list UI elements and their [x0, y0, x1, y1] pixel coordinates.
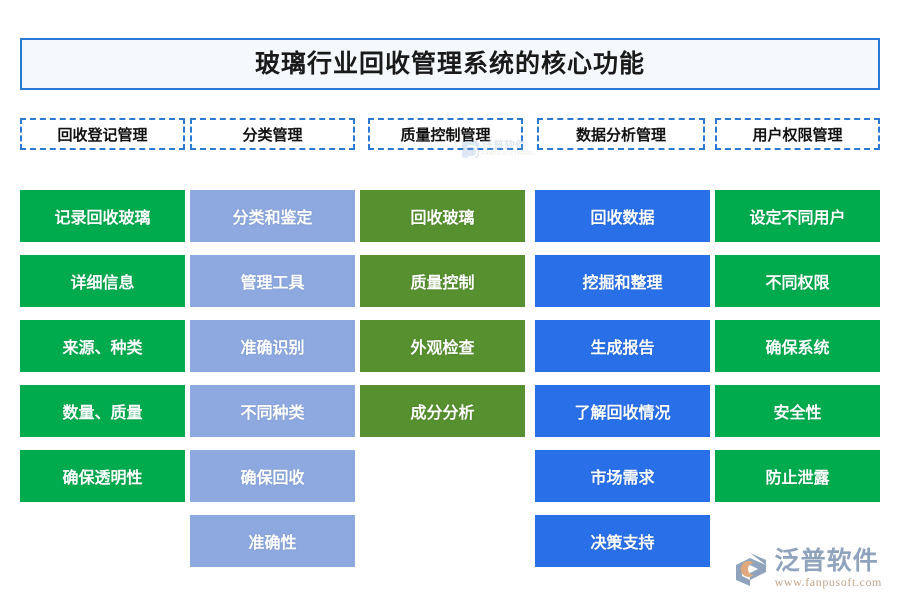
category-header-4[interactable]: 数据分析管理: [537, 118, 705, 150]
feature-tile-label: 市场需求: [590, 470, 655, 487]
feature-tile-label: 质量控制: [410, 275, 475, 292]
fanpu-logo: 泛普软件 www.fanpusoft.com: [731, 549, 882, 588]
feature-tile[interactable]: 挖掘和整理: [535, 255, 710, 307]
fanpu-brand-name: 泛普软件: [774, 547, 879, 575]
feature-tile-label: 记录回收玻璃: [54, 210, 151, 227]
feature-tile[interactable]: 详细信息: [20, 255, 185, 307]
watermark-top-brand-en: FANPU SOFTWARE: [482, 151, 534, 158]
fanpu-brand-url: www.fanpusoft.com: [774, 575, 882, 589]
feature-tile[interactable]: 来源、种类: [20, 320, 185, 372]
feature-column-1: 记录回收玻璃详细信息来源、种类数量、质量确保透明性: [20, 190, 185, 515]
feature-tile-label: 决策支持: [590, 535, 655, 552]
feature-column-3: 回收玻璃质量控制外观检查成分分析: [360, 190, 525, 450]
feature-tile[interactable]: 设定不同用户: [715, 190, 880, 242]
feature-tile-label: 设定不同用户: [749, 210, 846, 227]
feature-tile-label: 数量、质量: [62, 405, 143, 422]
feature-tile[interactable]: 记录回收玻璃: [20, 190, 185, 242]
feature-tile-label: 确保系统: [765, 340, 830, 357]
feature-tile[interactable]: 管理工具: [190, 255, 355, 307]
feature-tile-label: 详细信息: [70, 275, 135, 292]
feature-tile[interactable]: 了解回收情况: [535, 385, 710, 437]
feature-tile[interactable]: 不同权限: [715, 255, 880, 307]
feature-tile-label: 成分分析: [410, 405, 475, 422]
category-header-5[interactable]: 用户权限管理: [715, 118, 880, 150]
feature-column-4: 回收数据挖掘和整理生成报告了解回收情况市场需求决策支持: [535, 190, 710, 580]
category-header-label: 分类管理: [242, 126, 303, 144]
feature-tile-label: 来源、种类: [62, 340, 143, 357]
category-header-1[interactable]: 回收登记管理: [20, 118, 185, 150]
feature-tile-label: 挖掘和整理: [582, 275, 663, 292]
feature-tile-label: 管理工具: [240, 275, 305, 292]
feature-tile-label: 外观检查: [410, 340, 475, 357]
feature-tile-label: 安全性: [773, 405, 822, 422]
feature-tile-label: 不同种类: [240, 405, 305, 422]
feature-tile[interactable]: 分类和鉴定: [190, 190, 355, 242]
category-header-label: 用户权限管理: [752, 126, 843, 144]
feature-tile[interactable]: 准确性: [190, 515, 355, 567]
feature-tile[interactable]: 确保系统: [715, 320, 880, 372]
feature-tile[interactable]: 准确识别: [190, 320, 355, 372]
feature-column-2: 分类和鉴定管理工具准确识别不同种类确保回收准确性: [190, 190, 355, 580]
category-header-label: 数据分析管理: [575, 126, 666, 144]
feature-tile-label: 回收数据: [590, 210, 655, 227]
category-header-label: 回收登记管理: [57, 126, 148, 144]
feature-tile[interactable]: 成分分析: [360, 385, 525, 437]
fanpu-logo-text: 泛普软件 www.fanpusoft.com: [774, 547, 882, 589]
feature-tile[interactable]: 不同种类: [190, 385, 355, 437]
feature-tile-label: 了解回收情况: [574, 405, 671, 422]
feature-tile[interactable]: 回收数据: [535, 190, 710, 242]
fanpu-logo-icon: [731, 550, 769, 588]
page-title: 玻璃行业回收管理系统的核心功能: [254, 49, 645, 78]
page-title-box: 玻璃行业回收管理系统的核心功能: [20, 38, 880, 90]
feature-tile[interactable]: 确保透明性: [20, 450, 185, 502]
category-header-3[interactable]: 质量控制管理: [368, 118, 523, 150]
feature-tile-label: 回收玻璃: [410, 210, 475, 227]
feature-tile[interactable]: 数量、质量: [20, 385, 185, 437]
feature-tile[interactable]: 质量控制: [360, 255, 525, 307]
feature-tile-label: 分类和鉴定: [232, 210, 313, 227]
feature-tile-label: 确保透明性: [62, 470, 143, 487]
feature-tile[interactable]: 回收玻璃: [360, 190, 525, 242]
feature-tile-label: 防止泄露: [765, 470, 830, 487]
feature-tile-label: 准确性: [248, 535, 297, 552]
feature-column-5: 设定不同用户不同权限确保系统安全性防止泄露: [715, 190, 880, 515]
feature-tile[interactable]: 外观检查: [360, 320, 525, 372]
category-header-label: 质量控制管理: [400, 126, 491, 144]
feature-tile[interactable]: 决策支持: [535, 515, 710, 567]
feature-tile-label: 准确识别: [240, 340, 305, 357]
feature-tile[interactable]: 确保回收: [190, 450, 355, 502]
feature-tile-label: 生成报告: [590, 340, 655, 357]
category-header-row: 回收登记管理 分类管理 质量控制管理 数据分析管理 用户权限管理: [0, 118, 900, 150]
feature-columns: 记录回收玻璃详细信息来源、种类数量、质量确保透明性分类和鉴定管理工具准确识别不同…: [0, 190, 900, 580]
feature-tile-label: 确保回收: [240, 470, 305, 487]
feature-tile-label: 不同权限: [765, 275, 830, 292]
feature-tile[interactable]: 生成报告: [535, 320, 710, 372]
feature-tile[interactable]: 市场需求: [535, 450, 710, 502]
category-header-2[interactable]: 分类管理: [190, 118, 355, 150]
feature-tile[interactable]: 防止泄露: [715, 450, 880, 502]
feature-tile[interactable]: 安全性: [715, 385, 880, 437]
